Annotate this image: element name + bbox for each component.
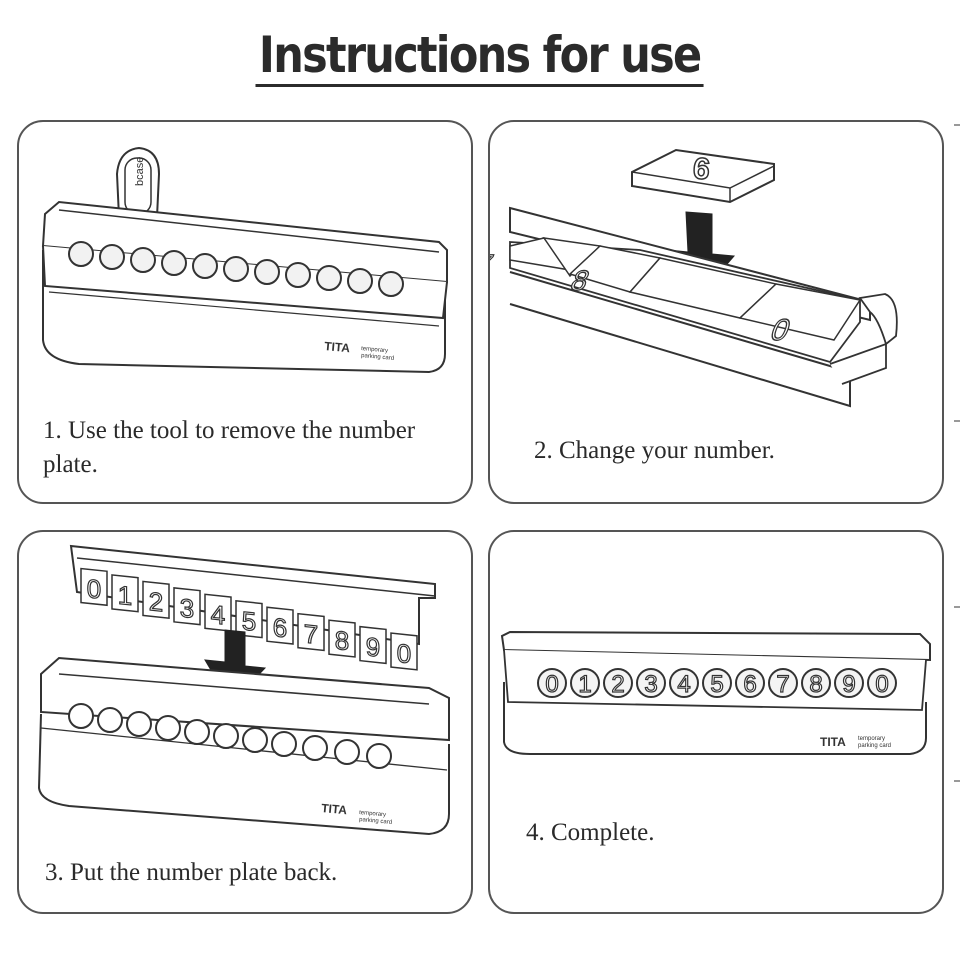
complete-digit: 4 (677, 671, 690, 698)
brand-subtitle-1: temporary (858, 736, 885, 742)
digit-tile-icon: 9 (631, 148, 775, 204)
plate-digit-cell (359, 625, 387, 665)
digit-disc (867, 668, 897, 698)
brand-subtitle-2: parking card (858, 743, 891, 749)
plate-digit-cell (235, 599, 263, 639)
plate-digit-cell (80, 567, 108, 607)
complete-digit: 6 (743, 671, 756, 698)
slot-digit-1: 7 (490, 250, 497, 281)
brand-text: TITA (324, 339, 351, 355)
edge-mark (954, 124, 960, 126)
digit-disc (768, 668, 798, 698)
digit-disc (702, 668, 732, 698)
digit-disc (801, 668, 831, 698)
complete-digit: 8 (809, 671, 822, 698)
digit-disc (735, 668, 765, 698)
plate-digit-cell (111, 574, 139, 613)
plate-digit: 7 (304, 618, 318, 649)
brand-text: TITA (820, 735, 846, 749)
digit-disc (669, 668, 699, 698)
complete-digit: 1 (578, 671, 591, 698)
brand-text: TITA (321, 801, 348, 817)
brand-subtitle-2: parking card (359, 817, 392, 826)
digit-disc (570, 668, 600, 698)
complete-digit: 2 (611, 671, 624, 698)
plate-digit: 5 (242, 605, 256, 636)
step-4-caption: 4. Complete. (526, 819, 655, 846)
step-1-caption: 1. Use the tool to remove the number pla… (43, 417, 416, 478)
plate-digit-cell (173, 587, 201, 626)
tool-label: bcase (134, 157, 146, 186)
complete-digit: 9 (842, 671, 855, 698)
plate-digit-cell (266, 606, 294, 645)
step-1-illustration: bcase TITA temporary parking card (41, 146, 448, 374)
brand-subtitle-1: temporary (361, 346, 388, 354)
plate-digit-cell (390, 632, 418, 671)
plate-digit: 3 (180, 593, 194, 624)
digit-disc (834, 668, 864, 698)
tile-digit: 9 (692, 150, 712, 184)
brand-subtitle-1: temporary (359, 810, 386, 818)
plate-digit-cell (328, 619, 356, 658)
plate-digit: 0 (397, 638, 411, 669)
plate-digit: 9 (366, 631, 380, 662)
plate-digit: 6 (273, 612, 287, 643)
page-title: Instructions for use (255, 26, 705, 87)
card-holder-icon: TITA temporary parking card (41, 200, 448, 374)
digit-disc (537, 668, 567, 698)
complete-digit: 0 (875, 671, 888, 698)
digit-disc (603, 668, 633, 698)
plate-digit: 1 (118, 580, 132, 611)
plate-digit: 8 (335, 625, 349, 656)
plate-digit-cell (297, 612, 325, 652)
complete-digit: 3 (644, 671, 657, 698)
edge-mark (954, 780, 960, 782)
complete-digit: 5 (710, 671, 723, 698)
step-2-illustration: 9 7 8 0 (490, 148, 898, 408)
plate-digit-cell (142, 580, 170, 619)
complete-digit: 7 (776, 671, 789, 698)
plate-digit: 4 (211, 599, 225, 630)
step-1-panel: bcase TITA temporary parking card 1. Use… (17, 120, 473, 504)
card-slot-icon: 7 8 0 (490, 206, 898, 408)
plate-digit: 2 (149, 586, 163, 617)
plate-digit: 0 (87, 573, 101, 604)
edge-mark (954, 606, 960, 608)
brand-subtitle-2: parking card (361, 353, 394, 362)
page-title-wrap: Instructions for use (0, 26, 960, 87)
digit-disc (636, 668, 666, 698)
step-2-caption: 2. Change your number. (534, 437, 775, 464)
removal-tool-icon: bcase (115, 146, 161, 218)
edge-mark (954, 420, 960, 422)
complete-digit: 0 (545, 671, 558, 698)
card-holder-icon: TITA temporary parking card (37, 656, 450, 836)
plate-digit-cell (204, 593, 232, 632)
step-2-panel: 9 7 8 0 2. Change your number. (488, 120, 944, 504)
step-3-caption: 3. Put the number plate back. (45, 859, 338, 886)
